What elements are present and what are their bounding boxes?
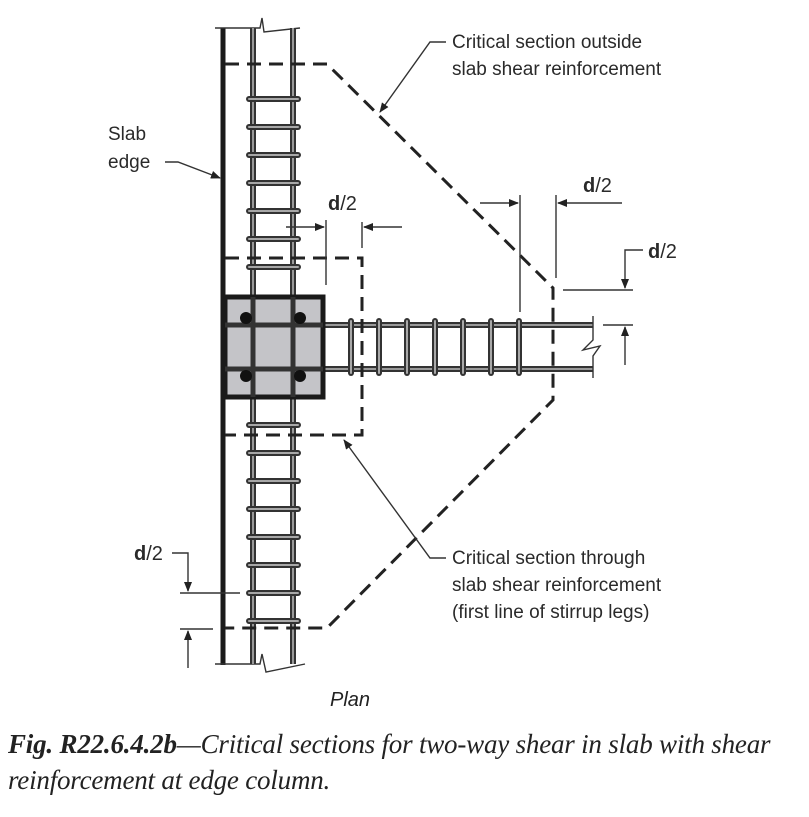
horizontal-stirrups [348, 318, 522, 376]
dim-d-half-right: d/2 [583, 175, 612, 197]
critical-outside-label-line1: Critical section outside [452, 32, 642, 53]
critical-outside-label-line2: slab shear reinforcement [452, 59, 662, 80]
slab-edge-leader [165, 161, 221, 179]
critical-through-label-line1: Critical section through [452, 548, 645, 569]
critical-section-outside [225, 62, 555, 630]
view-label: Plan [330, 689, 370, 711]
dim-d-half-bottom: d/2 [134, 543, 163, 565]
figure-caption-text: —Critical sections for two-way shear in … [8, 729, 771, 795]
plan-drawing: Slab edge Critical section outside slab … [108, 17, 677, 711]
critical-through-leader [343, 439, 446, 559]
figure-caption: Fig. R22.6.4.2b—Critical sections for tw… [8, 726, 808, 798]
horizontal-reinforcement [322, 316, 602, 378]
slab-edge-label-line2: edge [108, 152, 150, 173]
dim-d-half-vertical: d/2 [648, 241, 677, 263]
vertical-stirrups [246, 96, 301, 624]
critical-section-through [225, 256, 364, 437]
break-line-top [215, 17, 301, 33]
edge-column [222, 294, 326, 400]
slab-edge-label-line1: Slab [108, 124, 146, 145]
critical-outside-leader [379, 41, 446, 113]
critical-through-label-line3: (first line of stirrup legs) [452, 602, 649, 623]
column-bars [225, 297, 323, 397]
break-line-bottom [215, 653, 306, 673]
critical-through-label-line2: slab shear reinforcement [452, 575, 662, 596]
dim-d-half-column: d/2 [328, 193, 357, 215]
figure-number: Fig. R22.6.4.2b [8, 729, 177, 759]
